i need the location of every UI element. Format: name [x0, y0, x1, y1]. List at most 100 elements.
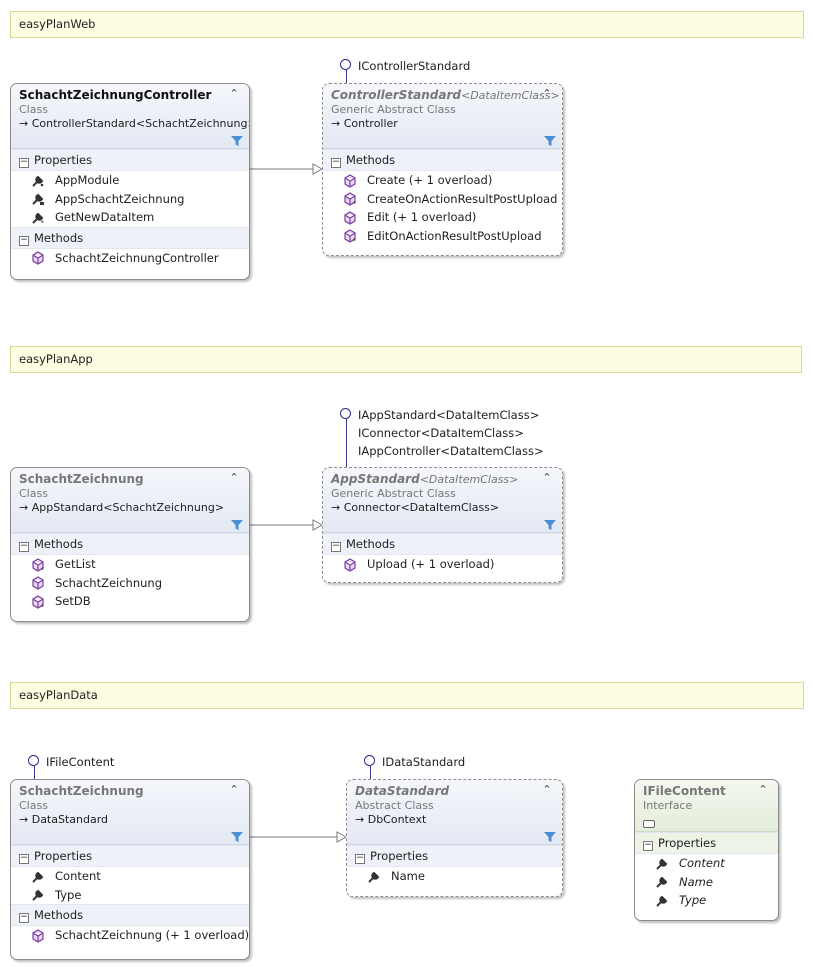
double-chevron-up-icon[interactable]: ⌃	[758, 783, 768, 796]
class-box-controllerstandard[interactable]: ControllerStandard<DataItemClass> Generi…	[322, 83, 563, 256]
member-name: AppSchachtZeichnung	[55, 191, 185, 206]
member-name: Type	[55, 887, 82, 902]
member-item[interactable]: * EditOnActionResultPostUpload	[323, 227, 562, 245]
member-item[interactable]: SchachtZeichnungController	[11, 249, 249, 268]
group-properties[interactable]: −Properties	[347, 845, 562, 867]
filter-icon[interactable]	[544, 520, 556, 530]
class-header: SchachtZeichnung Class → AppStandard<Sch…	[11, 468, 249, 533]
double-chevron-up-icon[interactable]: ⌃	[229, 87, 239, 100]
base-class: → AppStandard<SchachtZeichnung>	[19, 501, 241, 514]
interface-kind: Interface	[643, 799, 693, 812]
member-item[interactable]: *CreateOnActionResultPostUpload	[323, 190, 562, 208]
double-chevron-up-icon[interactable]: ⌃	[229, 471, 239, 484]
member-item[interactable]: Content	[635, 854, 778, 873]
namespace-header-app: easyPlanApp	[10, 346, 802, 373]
double-chevron-up-icon[interactable]: ⌃	[542, 87, 552, 100]
interface-label: IControllerStandard	[358, 59, 471, 73]
collapse-minus-icon[interactable]: −	[355, 853, 365, 864]
member-item[interactable]: SchachtZeichnung (+ 1 overload)	[11, 926, 249, 945]
group-methods[interactable]: −Methods	[11, 226, 249, 249]
group-methods[interactable]: −Methods	[11, 904, 249, 926]
inherit-arrow-app	[312, 519, 324, 531]
class-header: SchachtZeichnungController Class → Contr…	[11, 84, 249, 149]
class-box-schachtzeichnung-data[interactable]: SchachtZeichnung Class → DataStandard ⌃ …	[10, 779, 250, 960]
collapse-minus-icon[interactable]: −	[331, 157, 341, 168]
base-class: → DataStandard	[19, 813, 241, 826]
cube-protected-icon: *	[31, 594, 45, 611]
member-item[interactable]: AppModule	[11, 171, 249, 190]
cube-icon	[343, 210, 357, 225]
class-box-appstandard[interactable]: AppStandard<DataItemClass> Generic Abstr…	[322, 467, 563, 583]
member-item[interactable]: Edit (+ 1 overload)	[323, 208, 562, 227]
member-item[interactable]: *GetList	[11, 555, 249, 574]
class-box-schachtzeichnung-app[interactable]: SchachtZeichnung Class → AppStandard<Sch…	[10, 467, 250, 622]
member-item[interactable]: Name	[347, 867, 562, 886]
collapse-minus-icon[interactable]: −	[19, 853, 29, 864]
filter-icon[interactable]	[544, 136, 556, 146]
collapse-minus-icon[interactable]: −	[331, 541, 341, 552]
member-item[interactable]: Name	[635, 873, 778, 892]
inherit-arrow-web	[312, 163, 324, 175]
member-item[interactable]: AppSchachtZeichnung	[11, 190, 249, 209]
member-name: Name	[391, 869, 425, 883]
double-chevron-up-icon[interactable]: ⌃	[229, 783, 239, 796]
filter-icon[interactable]	[231, 136, 243, 146]
filter-icon[interactable]	[544, 832, 556, 842]
namespace-title: easyPlanWeb	[19, 17, 96, 31]
svg-text:*: *	[41, 219, 45, 225]
filter-icon[interactable]	[231, 832, 243, 842]
member-item[interactable]: *GetNewDataItem	[11, 208, 249, 227]
base-class-name: ControllerStandard<SchachtZeichnung>	[31, 117, 250, 130]
lollipop-stick	[34, 766, 35, 779]
group-label: Properties	[658, 836, 717, 850]
member-item[interactable]: Type	[11, 886, 249, 905]
group-properties[interactable]: −Properties	[635, 832, 778, 854]
class-box-schachtzeichnungcontroller[interactable]: SchachtZeichnungController Class → Contr…	[10, 83, 250, 280]
cube-icon	[31, 251, 45, 265]
group-properties[interactable]: −Properties	[11, 845, 249, 867]
double-chevron-up-icon[interactable]: ⌃	[542, 471, 552, 484]
member-name: SchachtZeichnungController	[55, 250, 219, 265]
member-item[interactable]: * SetDB	[11, 592, 249, 611]
lollipop-stick	[346, 70, 347, 84]
lollipop-stick	[370, 766, 371, 779]
collapse-minus-icon[interactable]: −	[19, 234, 29, 246]
namespace-title: easyPlanApp	[19, 352, 93, 366]
wrench-icon	[655, 894, 669, 908]
base-class: → DbContext	[355, 813, 554, 826]
wrench-protected-icon: *	[31, 211, 45, 227]
member-item[interactable]: Create (+ 1 overload)	[323, 171, 562, 190]
member-item[interactable]: SchachtZeichnung	[11, 574, 249, 593]
class-name: ControllerStandard<DataItemClass>	[331, 88, 560, 102]
member-item[interactable]: Type	[635, 891, 778, 910]
group-label: Properties	[34, 153, 93, 167]
wrench-icon	[31, 888, 45, 902]
collapse-minus-icon[interactable]: −	[19, 541, 29, 552]
member-name: SetDB	[55, 594, 91, 608]
group-methods[interactable]: −Methods	[323, 149, 562, 171]
group-methods[interactable]: −Methods	[11, 533, 249, 555]
wrench-icon	[367, 870, 381, 884]
collapse-minus-icon[interactable]: −	[643, 840, 653, 851]
member-name: CreateOnActionResultPostUpload	[367, 191, 558, 206]
member-name: EditOnActionResultPostUpload	[367, 228, 542, 243]
group-properties[interactable]: −Properties	[11, 149, 249, 171]
cube-protected-icon: *	[343, 229, 357, 245]
collapse-minus-icon[interactable]: −	[19, 157, 29, 168]
class-box-datastandard[interactable]: DataStandard Abstract Class → DbContext …	[346, 779, 563, 897]
collapse-toggle-icon[interactable]	[643, 820, 655, 828]
wrench-icon	[31, 174, 45, 188]
member-item[interactable]: Content	[11, 867, 249, 886]
filter-icon[interactable]	[231, 520, 243, 530]
group-methods[interactable]: −Methods	[323, 533, 562, 555]
double-chevron-up-icon[interactable]: ⌃	[542, 783, 552, 796]
type-param: <DataItemClass>	[419, 473, 519, 486]
namespace-header-data: easyPlanData	[10, 682, 804, 709]
member-item[interactable]: Upload (+ 1 overload)	[323, 555, 562, 574]
class-kind: Class	[19, 103, 48, 116]
lollipop-stick	[346, 419, 347, 467]
member-name: Name	[679, 874, 713, 889]
interface-box-ifilecontent[interactable]: IFileContent Interface ⌃ −Properties Con…	[634, 779, 779, 921]
cube-icon	[343, 173, 357, 188]
collapse-minus-icon[interactable]: −	[19, 912, 29, 923]
